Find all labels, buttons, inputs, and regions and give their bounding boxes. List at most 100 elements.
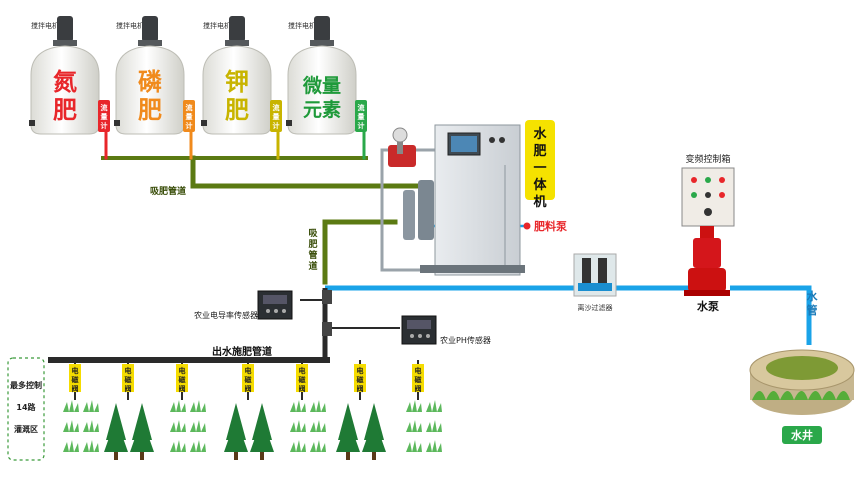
machine-label-tag bbox=[525, 120, 555, 200]
grass-icon bbox=[83, 440, 99, 452]
grass-icon bbox=[63, 400, 79, 412]
svg-text:磁: 磁 bbox=[179, 375, 186, 384]
svg-text:磁: 磁 bbox=[415, 375, 422, 384]
grass-icon bbox=[426, 440, 442, 452]
tank-label: 肥 bbox=[138, 96, 162, 124]
svg-text:阀: 阀 bbox=[245, 384, 252, 393]
svg-text:阀: 阀 bbox=[72, 384, 79, 393]
grass-icon bbox=[83, 420, 99, 432]
flow-meter-label: 流量计 bbox=[101, 103, 108, 130]
tank-label: 钾 bbox=[225, 68, 249, 96]
svg-text:肥: 肥 bbox=[533, 143, 546, 159]
grass-icon bbox=[406, 420, 422, 432]
svg-text:阀: 阀 bbox=[357, 384, 364, 393]
zone-box bbox=[7, 357, 45, 461]
svg-text:电: 电 bbox=[72, 366, 79, 375]
svg-text:阀: 阀 bbox=[415, 384, 422, 393]
svg-text:阀: 阀 bbox=[179, 384, 186, 393]
svg-text:电: 电 bbox=[357, 366, 364, 375]
svg-text:计: 计 bbox=[273, 121, 280, 130]
svg-text:阀: 阀 bbox=[299, 384, 306, 393]
tank-1: 搅拌电机氮肥流量计 bbox=[29, 16, 110, 135]
grass-icon bbox=[290, 400, 306, 412]
grass-icon bbox=[310, 400, 326, 412]
solenoid-valve-tag bbox=[122, 364, 134, 392]
svg-text:电: 电 bbox=[299, 366, 306, 375]
well-label-tag bbox=[782, 426, 822, 444]
valve-zone-4: 电磁阀 bbox=[224, 360, 274, 460]
svg-text:量: 量 bbox=[101, 112, 108, 121]
valve-zone-3: 电磁阀 bbox=[170, 360, 206, 452]
stirring-motor-icon bbox=[314, 16, 330, 42]
fertilizer-pump-label: 肥料泵 bbox=[534, 219, 567, 233]
motor-label: 搅拌电机 bbox=[288, 21, 316, 30]
grass-icon bbox=[290, 420, 306, 432]
valve-zone-6: 电磁阀 bbox=[336, 360, 386, 460]
tank-label: 微量 bbox=[302, 74, 341, 97]
grass-icon bbox=[406, 440, 422, 452]
grass-icon bbox=[170, 420, 186, 432]
motor-label: 搅拌电机 bbox=[31, 21, 59, 30]
grass-icon bbox=[310, 440, 326, 452]
svg-text:水: 水 bbox=[807, 289, 819, 303]
flow-meter-label: 流量计 bbox=[273, 103, 280, 130]
tank-label: 元素 bbox=[303, 98, 341, 121]
zone-label-line: 14路 bbox=[16, 402, 36, 412]
zone-label-line: 最多控制 bbox=[10, 380, 42, 390]
stirring-motor-icon bbox=[229, 16, 245, 42]
grass-icon bbox=[406, 400, 422, 412]
solenoid-valve-label: 电磁阀 bbox=[72, 366, 79, 393]
grass-icon bbox=[63, 420, 79, 432]
svg-text:电: 电 bbox=[245, 366, 252, 375]
grass-icon bbox=[190, 440, 206, 452]
stirring-motor-icon bbox=[142, 16, 158, 42]
svg-text:流: 流 bbox=[186, 103, 193, 112]
grass-icon bbox=[290, 440, 306, 452]
grass-icon bbox=[426, 420, 442, 432]
water-well bbox=[749, 349, 855, 415]
svg-text:流: 流 bbox=[358, 103, 365, 112]
sand-filter bbox=[573, 253, 617, 297]
zone-label-line: 灌溉区 bbox=[14, 424, 38, 434]
svg-text:磁: 磁 bbox=[125, 375, 132, 384]
fertigation-machine bbox=[380, 124, 525, 276]
water-pipe-chars: 水管 bbox=[807, 289, 819, 317]
valve-zone-2: 电磁阀 bbox=[104, 360, 154, 460]
grass-icon bbox=[190, 420, 206, 432]
grass-icon bbox=[190, 400, 206, 412]
solenoid-valve-label: 电磁阀 bbox=[415, 366, 422, 393]
grass-icon bbox=[63, 440, 79, 452]
svg-text:机: 机 bbox=[533, 194, 546, 210]
solenoid-valve-label: 电磁阀 bbox=[179, 366, 186, 393]
svg-text:体: 体 bbox=[533, 177, 547, 193]
flow-meter-tag bbox=[270, 100, 282, 132]
grass-icon bbox=[170, 440, 186, 452]
svg-text:肥: 肥 bbox=[308, 239, 317, 250]
svg-text:磁: 磁 bbox=[72, 375, 79, 384]
solenoid-valve-label: 电磁阀 bbox=[299, 366, 306, 393]
fertilizer-tanks: 搅拌电机氮肥流量计搅拌电机磷肥流量计搅拌电机钾肥流量计搅拌电机微量元素流量计 bbox=[29, 16, 367, 135]
fertilizer-pump-marker bbox=[523, 222, 531, 230]
solenoid-valve-tag bbox=[176, 364, 188, 392]
water-pump-label: 水泵 bbox=[697, 299, 719, 313]
solenoid-valve-label: 电磁阀 bbox=[125, 366, 132, 393]
solenoid-valve-label: 电磁阀 bbox=[357, 366, 364, 393]
valve-zone-5: 电磁阀 bbox=[290, 360, 326, 452]
well-label: 水井 bbox=[791, 428, 813, 442]
flow-meter-tag bbox=[183, 100, 195, 132]
svg-text:电: 电 bbox=[415, 366, 422, 375]
solenoid-valve-tag bbox=[296, 364, 308, 392]
grass-icon bbox=[170, 400, 186, 412]
svg-text:磁: 磁 bbox=[299, 375, 306, 384]
svg-text:水: 水 bbox=[533, 126, 547, 142]
svg-text:电: 电 bbox=[179, 366, 186, 375]
svg-text:计: 计 bbox=[358, 121, 365, 130]
tank-label: 磷 bbox=[138, 68, 162, 96]
ph-sensor-label: 农业PH传感器 bbox=[440, 335, 491, 345]
flow-meter-tag bbox=[98, 100, 110, 132]
svg-text:磁: 磁 bbox=[357, 375, 364, 384]
svg-text:管: 管 bbox=[308, 249, 317, 261]
ec-sensor bbox=[257, 290, 293, 320]
tank-label: 肥 bbox=[225, 96, 249, 124]
svg-text:计: 计 bbox=[101, 121, 108, 130]
